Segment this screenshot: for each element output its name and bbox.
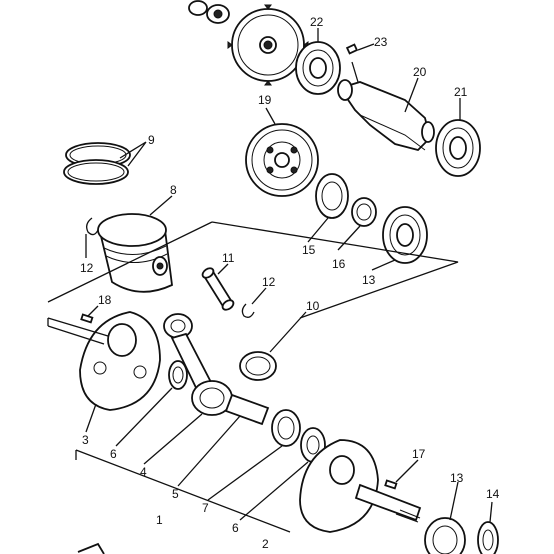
balancer-shaft-20 [337, 61, 435, 152]
needle-bearing-10 [239, 351, 277, 381]
callout-6-right: 6 [232, 521, 239, 535]
callout-6-left: 6 [110, 447, 117, 461]
callout-3: 3 [82, 433, 89, 447]
callout-labels: 22 23 20 21 19 9 8 12 15 16 13 11 12 18 … [80, 15, 500, 551]
callout-14: 14 [486, 487, 500, 501]
callout-18: 18 [98, 293, 112, 307]
callout-1: 1 [156, 513, 163, 527]
bearing-22 [295, 41, 341, 95]
seal-14 [477, 521, 499, 554]
clip-12-left [86, 217, 99, 236]
callout-2: 2 [262, 537, 269, 551]
callout-10: 10 [306, 299, 320, 313]
callout-9: 9 [148, 133, 155, 147]
top-washers [188, 0, 230, 24]
connecting-rod-4 [163, 313, 233, 416]
key-18 [80, 313, 94, 324]
callout-15: 15 [302, 243, 316, 257]
crank-pin-5 [224, 393, 270, 426]
callout-5: 5 [172, 487, 179, 501]
crank-half-2 [299, 439, 422, 533]
leader-lines [85, 28, 493, 523]
callout-12-right: 12 [262, 275, 276, 289]
callout-8: 8 [170, 183, 177, 197]
callout-23: 23 [374, 35, 388, 49]
key-17 [384, 479, 398, 490]
bottom-left-fragment [77, 542, 105, 554]
callout-4: 4 [140, 465, 147, 479]
callout-21: 21 [454, 85, 468, 99]
callout-22: 22 [310, 15, 324, 29]
crank-half-3 [47, 311, 161, 411]
pin-23 [345, 43, 359, 55]
bearing-13-upper [382, 206, 428, 264]
callout-13-lower: 13 [450, 471, 464, 485]
callout-17: 17 [412, 447, 426, 461]
washer-6-left [168, 360, 188, 390]
spacer-16 [351, 197, 377, 227]
piston-8 [97, 213, 173, 293]
callout-19: 19 [258, 93, 272, 107]
needle-bearing-7 [271, 409, 301, 447]
assembly-bracket [47, 221, 459, 533]
bearing-13-lower [424, 517, 466, 554]
clip-12-right [241, 303, 255, 318]
callout-12-left: 12 [80, 261, 94, 275]
piston-rings-9 [63, 142, 131, 185]
callout-13-upper: 13 [362, 273, 376, 287]
callout-11: 11 [222, 251, 235, 265]
bearing-15 [315, 173, 349, 219]
gear-19 [245, 123, 319, 197]
callout-7: 7 [202, 501, 209, 515]
callout-16: 16 [332, 257, 346, 271]
piston-pin-11 [201, 267, 235, 311]
callout-20: 20 [413, 65, 427, 79]
upper-gear [227, 4, 309, 86]
bearing-21 [435, 119, 481, 177]
